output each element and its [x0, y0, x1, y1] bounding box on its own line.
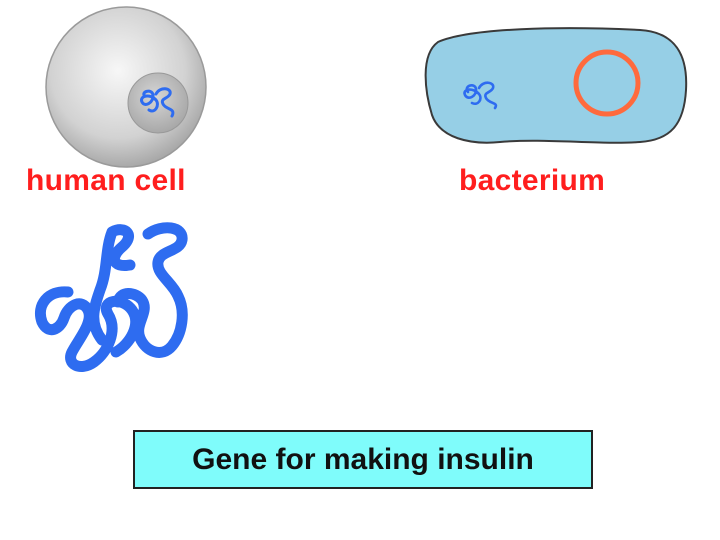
human-cell-label: human cell — [26, 164, 186, 197]
bacterium-icon — [424, 27, 688, 144]
dna-gene-icon — [35, 222, 188, 372]
gene-caption-text: Gene for making insulin — [192, 442, 534, 476]
bacterium-label: bacterium — [459, 164, 606, 197]
nucleus-icon — [127, 72, 189, 134]
human-cell-icon — [45, 6, 207, 168]
gene-caption-box: Gene for making insulin — [133, 430, 593, 489]
plasmid-icon — [573, 49, 641, 117]
